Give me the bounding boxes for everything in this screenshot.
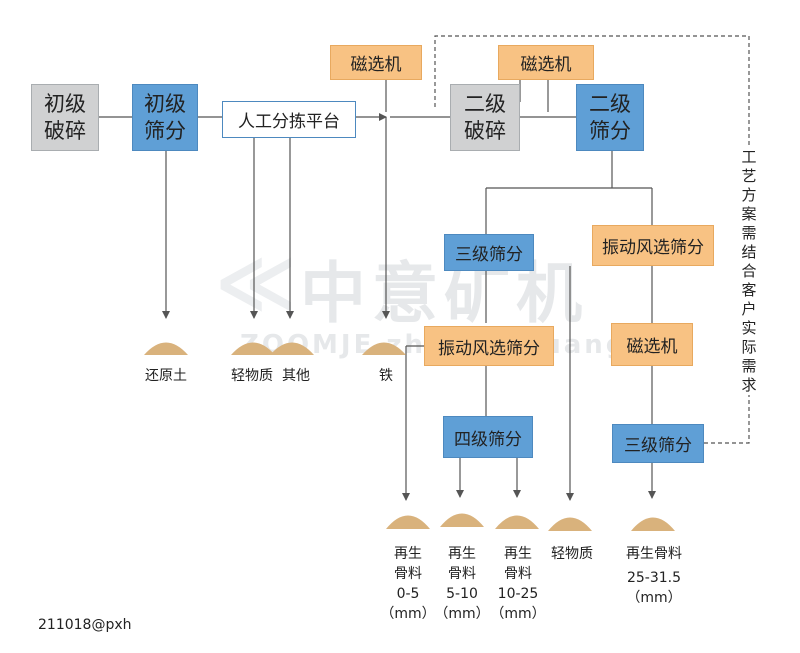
label-agg-0-5: 再生 骨料 0-5 （mm） xyxy=(378,544,438,624)
node-primary-screen: 初级筛分 xyxy=(132,84,198,151)
node-vibro-air-screen-left: 振动风选筛分 xyxy=(424,326,554,366)
pile-agg-25-31 xyxy=(631,517,675,531)
label-iron: 铁 xyxy=(379,368,393,384)
pile-reduced-soil xyxy=(144,342,188,355)
pile-iron xyxy=(362,342,406,355)
node-quaternary-screen: 四级筛分 xyxy=(443,416,533,458)
node-secondary-screen: 二级筛分 xyxy=(576,84,644,151)
pile-light-matter-2 xyxy=(548,517,592,531)
node-manual-sorting: 人工分拣平台 xyxy=(222,101,356,138)
label-reduced-soil: 还原土 xyxy=(145,368,187,384)
node-secondary-crush: 二级破碎 xyxy=(450,84,520,151)
label-agg-5-10: 再生 骨料 5-10 （mm） xyxy=(432,544,492,624)
label-others: 其他 xyxy=(282,368,310,384)
label-agg-0-5-line2: 骨料 xyxy=(394,566,422,582)
feedback-loop-connector xyxy=(434,35,750,444)
label-agg-10-25-line1: 再生 xyxy=(504,546,532,562)
label-agg-5-10-line4: （mm） xyxy=(434,606,490,622)
label-agg-25-31-line3: （mm） xyxy=(626,590,682,606)
label-agg-10-25-line3: 10-25 xyxy=(497,586,539,602)
label-agg-0-5-line4: （mm） xyxy=(380,606,436,622)
label-agg-5-10-line1: 再生 xyxy=(448,546,476,562)
pile-agg-0-5 xyxy=(386,515,430,529)
node-magnetic-separator-2: 磁选机 xyxy=(498,45,594,80)
label-light-matter-1: 轻物质 xyxy=(231,368,273,384)
node-magnetic-separator-1: 磁选机 xyxy=(330,45,422,80)
label-agg-0-5-line3: 0-5 xyxy=(396,586,420,602)
side-note: 工艺方案需结合客户实际需求 xyxy=(739,148,759,395)
label-agg-25-31: 再生骨料 25-31.5 （mm） xyxy=(612,544,696,608)
pile-light-matter-1 xyxy=(231,342,275,355)
watermark-cn: 中意矿机 xyxy=(300,255,588,332)
label-agg-25-31-line1: 再生骨料 xyxy=(626,546,682,562)
label-agg-25-31-line2: 25-31.5 xyxy=(626,570,682,586)
pile-agg-10-25 xyxy=(495,515,539,529)
label-agg-0-5-line1: 再生 xyxy=(394,546,422,562)
node-tertiary-screen-left: 三级筛分 xyxy=(444,234,534,271)
label-agg-10-25-line4: （mm） xyxy=(490,606,546,622)
label-agg-5-10-line2: 骨料 xyxy=(448,566,476,582)
signature: 211018@pxh xyxy=(38,617,132,633)
node-tertiary-screen-right: 三级筛分 xyxy=(612,424,704,463)
node-vibro-air-screen-right: 振动风选筛分 xyxy=(592,225,714,266)
label-agg-10-25: 再生 骨料 10-25 （mm） xyxy=(488,544,548,624)
node-magnetic-separator-3: 磁选机 xyxy=(611,323,693,366)
label-agg-10-25-line2: 骨料 xyxy=(504,566,532,582)
pile-agg-5-10 xyxy=(440,513,484,527)
label-light-matter-2: 轻物质 xyxy=(551,546,593,562)
node-primary-crush: 初级破碎 xyxy=(31,84,99,151)
label-agg-5-10-line3: 5-10 xyxy=(446,586,478,602)
pile-others xyxy=(270,342,314,355)
